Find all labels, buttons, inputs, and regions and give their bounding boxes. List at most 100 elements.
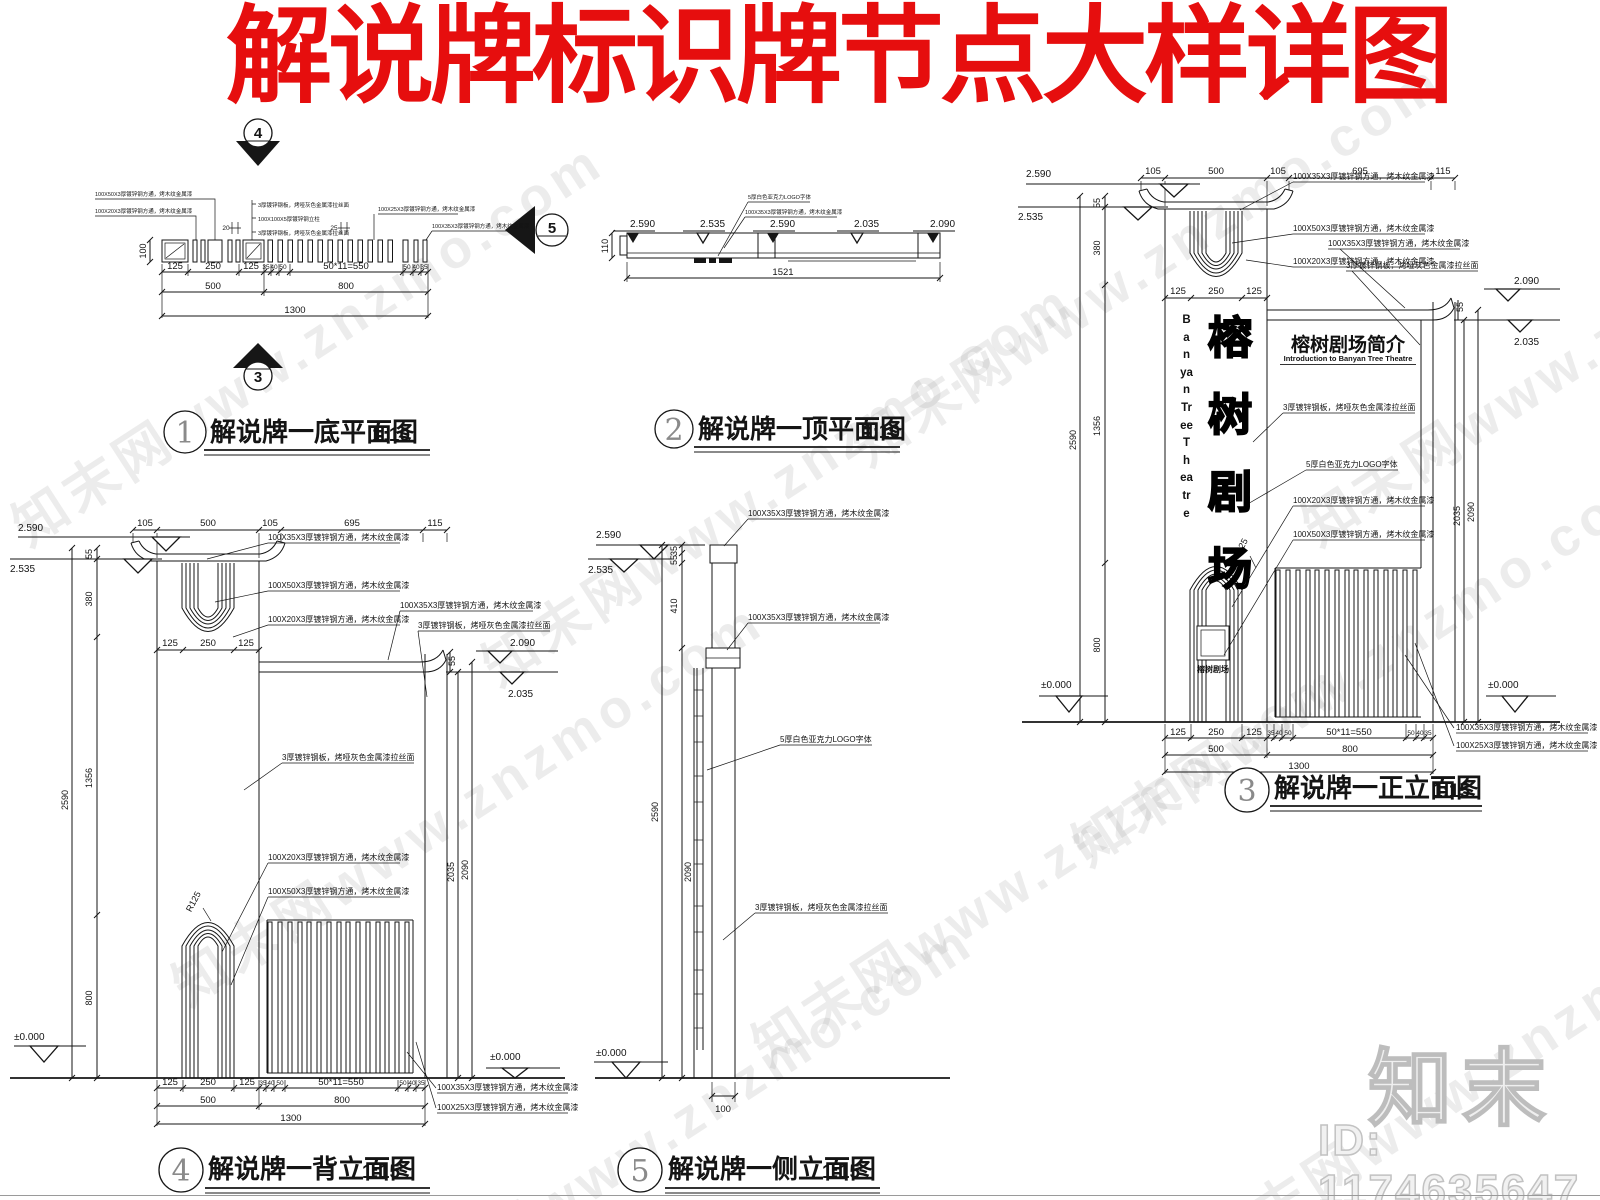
material-annotation: 100X50X3厚镀锌钢方通，烤木纹金属漆 <box>268 580 409 590</box>
material-annotation: 100X35X3厚镀锌钢方通，烤木纹金属漆 <box>268 532 409 542</box>
dim-label: 115 <box>427 518 442 529</box>
view-title-1: 1 解说牌一底平面图 1:10 <box>163 410 430 456</box>
sheet-title: 解说牌标识牌节点大样详图 <box>226 0 1454 116</box>
level-label: 2.590 <box>770 219 795 230</box>
dim-label: 2090 <box>683 862 693 882</box>
level-label: 2.035 <box>1514 337 1539 348</box>
dimension-rows: 125 250 125 35 40 50 50*11=550 50 40 35 … <box>1161 724 1437 776</box>
sign-english-vertical: BanyanTreeTheatre <box>1180 314 1193 520</box>
dim-label: 50 <box>1407 730 1415 737</box>
material-annotation: 3厚镀锌钢板，烤哑灰色金属漆拉丝面 <box>755 902 887 912</box>
material-annotation: 100X35X3厚镀锌钢方通，烤木纹金属漆 <box>432 222 530 230</box>
material-annotation: 100X50X3厚镀锌钢方通，烤木纹金属漆 <box>1293 529 1434 539</box>
eave-cap <box>1138 188 1294 210</box>
dim-label: 105 <box>1270 166 1286 177</box>
eave-cap <box>130 540 286 562</box>
section-marker-5: 5 <box>505 206 569 254</box>
site-logo: 知末 <box>1367 1041 1557 1137</box>
dim-label: 500 <box>205 281 221 292</box>
material-annotation: 100X25X3厚镀锌钢方通，烤木纹金属漆 <box>378 205 476 213</box>
view-3-front-elevation: 105 500 105 695 115 <box>1018 166 1597 813</box>
dim-label: 2035 <box>1452 506 1462 526</box>
dim-label: 110 <box>600 239 610 253</box>
dim-label: 800 <box>1092 637 1102 652</box>
view-number: 5 <box>630 1154 649 1189</box>
level-label: 2.090 <box>1514 276 1539 287</box>
dim-label: 25 <box>330 225 338 232</box>
dim-label: 250 <box>1208 286 1224 297</box>
dim-label: 2590 <box>1068 430 1078 450</box>
material-annotations: 100X35X3厚镀锌钢方通，烤木纹金属漆 100X35X3厚镀锌钢方通，烤木纹… <box>706 508 889 941</box>
dim-label: 35 <box>1424 730 1432 737</box>
page-edge-rule <box>0 1195 1600 1196</box>
view-number: 2 <box>664 413 683 448</box>
top-dims: 105 500 105 695 115 <box>1137 166 1459 206</box>
right-dims: 2.090 2.035 55 2035 2090 <box>446 638 558 1082</box>
top-u-scroll <box>1189 211 1243 277</box>
dim-label: 500 <box>1208 744 1224 755</box>
dim-label: 125 <box>1170 286 1186 297</box>
dim-label: 500 <box>1208 166 1224 177</box>
dim-label: 125 <box>167 261 183 272</box>
dim-label: 55 <box>669 555 679 565</box>
dim-label: R125 <box>184 890 203 914</box>
ground-levels: ±0.000 ±0.000 <box>1039 680 1556 714</box>
material-annotations: 100X35X3厚镀锌钢方通，烤木纹金属漆 100X50X3厚镀锌钢方通，烤木纹… <box>1223 171 1597 752</box>
panel-subheading: Introduction to Banyan Tree Theatre <box>1280 354 1416 365</box>
image-id: ID: 1174635647 <box>1317 1115 1581 1200</box>
dim-label: 125 <box>1246 286 1262 297</box>
dim-label: 50*11=550 <box>318 1077 364 1088</box>
plan-bar <box>619 232 941 263</box>
dimension-rows: 125 250 125 35 40 50 50*11=550 50 40 35 … <box>158 261 432 320</box>
marker-num: 4 <box>254 125 263 142</box>
top-u-scroll <box>181 563 235 632</box>
plan-strip <box>161 239 428 263</box>
level-label: 2.035 <box>508 689 533 700</box>
dim-label: 1521 <box>772 267 793 278</box>
dim-label: 250 <box>200 1077 216 1088</box>
left-dims: 2.590 2.535 55 380 1356 800 2590 <box>1018 169 1200 726</box>
level-label: ±0.000 <box>490 1052 521 1063</box>
view-title: 解说牌一侧立面图 <box>668 1154 876 1184</box>
material-annotation: 100X100X5厚镀锌钢立柱 <box>258 215 320 223</box>
dim-label: 125 <box>243 261 259 272</box>
dim-label: 40 <box>408 1080 416 1087</box>
material-annotation: 100X35X3厚镀锌钢方通，烤木纹金属漆 <box>748 612 889 622</box>
bottom-dim: 100 <box>708 1082 739 1115</box>
material-annotation: 100X50X3厚镀锌钢方通，烤木纹金属漆 <box>1293 223 1434 233</box>
dim-label: 55 <box>1092 198 1102 208</box>
material-annotation: 100X35X3厚镀锌钢方通，烤木纹金属漆 <box>748 508 889 518</box>
view-title: 解说牌一背立面图 <box>208 1154 416 1184</box>
material-annotation: 100X50X3厚镀锌钢方通，烤木纹金属漆 <box>268 886 409 896</box>
mid-dims: 125 250 125 <box>153 638 263 654</box>
material-annotation: 100X25X3厚镀锌钢方通，烤木纹金属漆 <box>437 1102 578 1112</box>
view-title: 解说牌一底平面图 <box>210 417 418 447</box>
post-structure <box>693 544 741 1078</box>
marker-num: 5 <box>548 220 556 237</box>
dim-label: 50*11=550 <box>1326 727 1372 738</box>
dim-label: 40 <box>267 1080 275 1087</box>
level-label: 2.035 <box>854 219 879 230</box>
bottom-u-scroll: R125 <box>181 890 235 1078</box>
dim-label: 800 <box>1342 744 1358 755</box>
dim-label: 800 <box>84 990 94 1005</box>
dim-label: 2035 <box>446 862 456 882</box>
dim-label: 40 <box>270 264 278 271</box>
dim-label: 250 <box>205 261 221 272</box>
level-label: 2.535 <box>10 564 35 575</box>
level-label: 2.535 <box>700 219 725 230</box>
dim-label: 125 <box>1170 727 1186 738</box>
dim-label: 115 <box>1435 166 1450 177</box>
side-arm <box>1267 297 1456 722</box>
dim-label: 2590 <box>650 802 660 822</box>
dimension-rows: 110 1521 <box>600 229 944 282</box>
material-annotation: 100X35X3厚镀锌钢方通，烤木纹金属漆 <box>400 600 541 610</box>
dim-label: 250 <box>200 638 216 649</box>
view-5-side-elevation: 2.590 2.535 35 55 410 2590 2090 100X35X3… <box>588 508 950 1194</box>
ground-levels: ±0.000 <box>594 1048 668 1079</box>
material-annotation: 100X35X3厚镀锌钢方通，烤木纹金属漆 <box>1456 722 1597 732</box>
view-scale: 1:10 <box>862 422 900 443</box>
section-marker-4: 4 <box>236 118 280 166</box>
material-annotation: 100X25X3厚镀锌钢方通，烤木纹金属漆 <box>1456 740 1597 750</box>
